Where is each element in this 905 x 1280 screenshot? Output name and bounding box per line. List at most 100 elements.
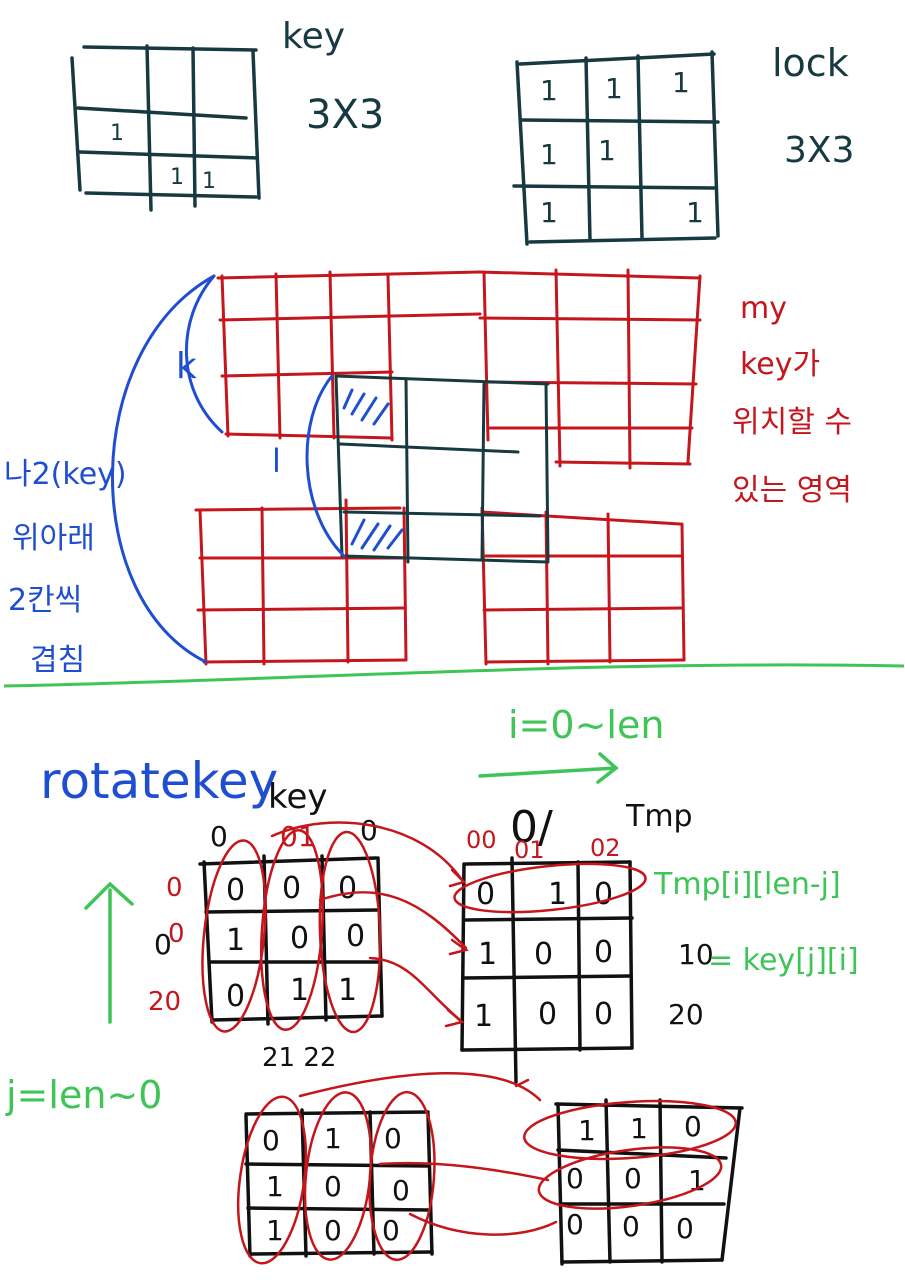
tmp-cell-2-1: 0 <box>538 997 557 1032</box>
rotate-key-label: key <box>268 777 328 817</box>
red-note-line-3: 위치할 수 <box>732 405 852 440</box>
below-key-label: 21 22 <box>262 1043 336 1073</box>
rotate-key-cells: 0 0 0 1 0 0 0 1 1 <box>226 871 365 1014</box>
lock-cell-0-1: 1 <box>605 72 623 105</box>
key-cell-1-0: 1 <box>110 121 124 146</box>
formula-line-2: = key[j][i] <box>708 943 859 978</box>
rk-cell-2-2: 1 <box>338 973 357 1008</box>
bt-cell-0-0: 1 <box>578 1114 596 1147</box>
lock-cell-0-0: 1 <box>540 74 558 107</box>
tmp-cell-2-2: 0 <box>594 997 613 1032</box>
rk-row-1: 0 <box>168 919 185 949</box>
rk-cell-2-1: 1 <box>290 973 309 1008</box>
red-note-line-2: key가 <box>740 347 820 382</box>
rotate-key-row-header: 0 0 20 <box>148 873 185 1017</box>
bk-cell-1-2: 0 <box>392 1174 410 1207</box>
rk-row-0: 0 <box>166 873 183 903</box>
blue-note-line-4: 겹침 <box>30 643 85 678</box>
formula-line-1: Tmp[i][len-j] <box>653 867 841 902</box>
tmp-cell-1-2: 0 <box>594 935 613 970</box>
k-label: k <box>176 346 197 387</box>
blue-note: 나2(key) 위아래 2칸씩 겹침 <box>4 457 127 678</box>
red-note-line-1: my <box>740 291 787 326</box>
tmp-col-1: 01 <box>514 836 545 864</box>
bt-cell-1-1: 0 <box>624 1162 642 1195</box>
rk-cell-0-2: 0 <box>338 871 357 906</box>
bk-cell-0-0: 0 <box>262 1124 280 1157</box>
bk-cell-1-1: 0 <box>324 1170 342 1203</box>
blue-note-line-3: 2칸씩 <box>8 583 82 618</box>
bk-cell-2-1: 0 <box>324 1214 342 1247</box>
tmp-cell-2-0: 1 <box>474 999 493 1034</box>
rk-row-2: 20 <box>148 987 181 1017</box>
bt-cell-2-1: 0 <box>622 1210 640 1243</box>
bottom-key-cells: 0 1 0 1 0 0 1 0 0 <box>262 1122 410 1247</box>
rk-row-side: 0 <box>154 928 172 961</box>
tmp-col-header: 00 01 02 <box>466 826 621 864</box>
green-arrows <box>84 752 619 1024</box>
lock-cell-2-0: 1 <box>540 196 558 229</box>
tmp-cell-0-1: 1 <box>548 877 567 912</box>
tmp-cell-0-0: 0 <box>476 877 495 912</box>
bk-cell-0-1: 1 <box>324 1122 342 1155</box>
bt-cell-2-2: 0 <box>676 1212 694 1245</box>
tmp-cell-0-2: 0 <box>594 877 613 912</box>
rk-cell-2-0: 0 <box>226 979 245 1014</box>
red-key-area-grid <box>194 268 702 666</box>
bottom-tmp-cells: 1 1 0 0 0 1 0 0 0 <box>566 1110 706 1245</box>
lock-size: 3X3 <box>784 130 854 171</box>
tmp-cells: 0 1 0 1 0 0 1 0 0 <box>474 877 613 1034</box>
rk-cell-1-1: 0 <box>290 921 309 956</box>
bt-cell-2-0: 0 <box>566 1208 584 1241</box>
bk-cell-2-0: 1 <box>266 1214 284 1247</box>
tmp-row-label-20: 20 <box>668 998 704 1031</box>
rk-cell-1-2: 0 <box>346 919 365 954</box>
bk-cell-1-0: 1 <box>266 1170 284 1203</box>
key-cell-2-2: 1 <box>202 169 216 194</box>
overlap-braces <box>111 274 346 664</box>
bt-cell-1-0: 0 <box>566 1162 584 1195</box>
middle-lock-grid <box>334 374 550 564</box>
red-note: my key가 위치할 수 있는 영역 <box>732 291 852 508</box>
lock-cell-1-1: 1 <box>598 134 616 167</box>
tmp-row-label-10: 10 <box>678 938 714 971</box>
key-title: key <box>282 16 345 57</box>
red-note-line-4: 있는 영역 <box>732 473 852 508</box>
key-cell-marks: 1 1 1 <box>110 121 216 194</box>
tmp-col-2: 02 <box>590 834 621 862</box>
red-annotations <box>201 821 738 1265</box>
blue-note-line-1: 나2(key) <box>4 457 127 492</box>
rk-col-2: 0 <box>360 814 378 847</box>
tmp-cell-1-0: 1 <box>478 937 497 972</box>
rk-cell-0-1: 0 <box>282 871 301 906</box>
section-divider <box>3 663 905 688</box>
rk-cell-0-0: 0 <box>226 873 245 908</box>
bt-cell-0-1: 1 <box>630 1112 648 1145</box>
lock-cell-2-2: 1 <box>686 196 704 229</box>
lock-grid <box>512 50 720 246</box>
lock-cell-0-2: 1 <box>672 66 690 99</box>
j-loop-label: j=len~0 <box>5 1073 162 1117</box>
bt-cell-1-2: 1 <box>688 1164 706 1197</box>
tmp-row-labels: 10 20 <box>668 938 714 1031</box>
lock-cell-1-0: 1 <box>540 138 558 171</box>
key-size: 3X3 <box>306 92 384 138</box>
tmp-col-0: 00 <box>466 826 497 854</box>
rk-cell-1-0: 1 <box>226 923 245 958</box>
blue-note-line-2: 위아래 <box>12 521 95 556</box>
tmp-cell-1-1: 0 <box>534 937 553 972</box>
key-cell-2-1: 1 <box>170 165 184 190</box>
tmp-label: Tmp <box>625 799 693 834</box>
tmp-col-big: 0/ <box>510 802 553 853</box>
i-loop-label: i=0~len <box>508 703 664 747</box>
key-grid <box>70 44 261 212</box>
l-label: l <box>272 442 281 480</box>
lock-cell-marks: 1 1 1 1 1 1 1 <box>540 66 704 229</box>
overlap-hatch <box>342 388 404 552</box>
rotate-title: rotatekey <box>40 752 278 810</box>
bk-cell-2-2: 0 <box>382 1214 400 1247</box>
bt-cell-0-2: 0 <box>684 1110 702 1143</box>
bk-cell-0-2: 0 <box>384 1122 402 1155</box>
lock-title: lock <box>772 41 849 85</box>
